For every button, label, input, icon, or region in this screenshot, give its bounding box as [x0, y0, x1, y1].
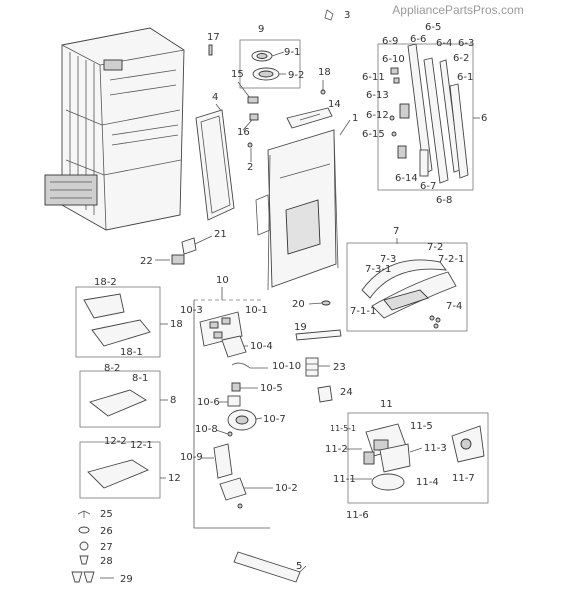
callout-11-5: 11-5 — [410, 421, 433, 432]
dispenser-small-parts: 21 22 — [140, 229, 227, 267]
callout-16: 16 — [237, 127, 250, 138]
callout-6-1: 6-1 — [457, 72, 473, 83]
top-small-parts: 3 17 9 9-1 9-2 15 18 — [207, 9, 350, 104]
callout-18-main: 18 — [170, 319, 183, 330]
callout-8: 8 — [170, 395, 176, 406]
callout-11-4: 11-4 — [416, 477, 439, 488]
callout-18: 18 — [318, 67, 331, 78]
callout-10-1: 10-1 — [245, 305, 268, 316]
callout-22: 22 — [140, 256, 153, 267]
callout-7-3-1: 7-3-1 — [365, 264, 391, 275]
callout-18-1: 18-1 — [120, 347, 143, 358]
callout-6-15: 6-15 — [362, 129, 385, 140]
callout-6-7: 6-7 — [420, 181, 436, 192]
callout-24: 24 — [340, 387, 353, 398]
callout-6-5: 6-5 — [425, 22, 441, 33]
cabinet-drawing — [44, 27, 185, 231]
callout-6-14: 6-14 — [395, 173, 418, 184]
callout-11: 11 — [380, 399, 393, 410]
callout-23: 23 — [333, 362, 346, 373]
callout-7-2-1: 7-2-1 — [438, 254, 464, 265]
callout-12-2: 12-2 — [104, 436, 127, 447]
callout-18-2: 18-2 — [94, 277, 117, 288]
callout-6-8: 6-8 — [436, 195, 452, 206]
door-assembly: 14 1 16 2 — [237, 99, 358, 291]
callout-17: 17 — [207, 32, 220, 43]
callout-29: 29 — [120, 574, 133, 585]
callout-10-7: 10-7 — [263, 414, 286, 425]
watermark: AppliancePartsPros.com — [392, 3, 523, 17]
callout-7: 7 — [393, 226, 399, 237]
group-12-parts: 12-2 12-1 12 — [79, 436, 181, 499]
callout-11-5-1: 11-5-1 — [330, 424, 356, 433]
callout-3: 3 — [344, 10, 350, 21]
callout-10: 10 — [216, 275, 229, 286]
callout-6-3: 6-3 — [458, 38, 474, 49]
callout-11-6: 11-6 — [346, 510, 369, 521]
callout-21: 21 — [214, 229, 227, 240]
callout-11-7: 11-7 — [452, 473, 475, 484]
callout-6-11: 6-11 — [362, 72, 385, 83]
callout-10-4: 10-4 — [250, 341, 273, 352]
callout-7-2: 7-2 — [427, 242, 443, 253]
callout-26: 26 — [100, 526, 113, 537]
callout-6-6: 6-6 — [410, 34, 426, 45]
callout-4: 4 — [212, 92, 218, 103]
group-8-parts: 8-2 8-1 8 — [79, 363, 176, 428]
group-10-parts: 10 20 10-3 10-1 19 10-4 10-10 23 10-5 24… — [180, 275, 353, 529]
callout-8-2: 8-2 — [104, 363, 120, 374]
callout-1: 1 — [352, 113, 358, 124]
callout-11-3: 11-3 — [424, 443, 447, 454]
callout-6-2: 6-2 — [453, 53, 469, 64]
callout-7-1-1: 7-1-1 — [350, 306, 376, 317]
callout-10-10: 10-10 — [272, 361, 301, 372]
callout-20: 20 — [292, 299, 305, 310]
callout-9-1: 9-1 — [284, 47, 300, 58]
callout-10-9: 10-9 — [180, 452, 203, 463]
callout-12-1: 12-1 — [130, 440, 153, 451]
callout-12: 12 — [168, 473, 181, 484]
callout-9-2: 9-2 — [288, 70, 304, 81]
callout-19: 19 — [294, 322, 307, 333]
group-6-door-parts: 6-5 6-9 6-6 6-4 6-3 6-10 6-2 6-11 6-1 6-… — [362, 22, 487, 206]
callout-6-13: 6-13 — [366, 90, 389, 101]
callout-6: 6 — [481, 113, 487, 124]
callout-10-5: 10-5 — [260, 383, 283, 394]
callout-10-8: 10-8 — [195, 424, 218, 435]
handle-part-5: 5 — [233, 551, 307, 583]
callout-28: 28 — [100, 556, 113, 567]
callout-25: 25 — [100, 509, 113, 520]
callout-6-9: 6-9 — [382, 36, 398, 47]
callout-15: 15 — [231, 69, 244, 80]
fasteners: 25 26 27 28 29 — [71, 509, 133, 585]
callout-5: 5 — [296, 561, 302, 572]
callout-7-3: 7-3 — [380, 254, 396, 265]
group-11-parts: 11 11-5-1 11-5 11-2 11-3 11-7 11-1 11-4 … — [325, 399, 489, 521]
door-gasket: 4 — [195, 92, 235, 221]
group-7-parts: 7 7-2 7-3 7-2-1 7-3-1 7-1-1 7-4 — [346, 226, 468, 332]
callout-10-2: 10-2 — [275, 483, 298, 494]
callout-6-10: 6-10 — [382, 54, 405, 65]
callout-11-2: 11-2 — [325, 444, 348, 455]
callout-11-1: 11-1 — [333, 474, 356, 485]
callout-7-4: 7-4 — [446, 301, 462, 312]
callout-10-3: 10-3 — [180, 305, 203, 316]
callout-6-4: 6-4 — [436, 38, 452, 49]
callout-9: 9 — [258, 24, 264, 35]
callout-8-1: 8-1 — [132, 373, 148, 384]
callout-2: 2 — [247, 162, 253, 173]
callout-14: 14 — [328, 99, 341, 110]
callout-27: 27 — [100, 542, 113, 553]
callout-10-6: 10-6 — [197, 397, 220, 408]
group-18-parts: 18-2 18 18-1 — [75, 277, 183, 358]
callout-6-12: 6-12 — [366, 110, 389, 121]
